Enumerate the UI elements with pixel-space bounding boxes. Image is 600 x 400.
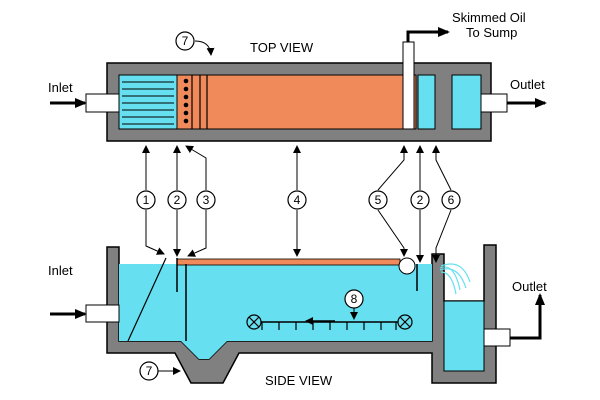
callout-2-left-label: 2 xyxy=(174,193,181,207)
callout-8-label: 8 xyxy=(351,292,358,306)
side-view-title: SIDE VIEW xyxy=(265,373,333,388)
callout-7-side: 7 xyxy=(139,361,159,381)
callout-6-label: 6 xyxy=(448,193,455,207)
side-outlet-water xyxy=(443,300,485,372)
callout-2-right-label: 2 xyxy=(417,193,424,207)
callout-2-right: 2 xyxy=(410,190,430,210)
to-sump-label: To Sump xyxy=(466,25,517,40)
side-outlet-label: Outlet xyxy=(512,279,547,294)
inlet-distribution-lines xyxy=(122,81,174,125)
callout-1: 1 xyxy=(136,190,156,210)
top-skimmer-pipe xyxy=(402,41,415,130)
top-outlet-label: Outlet xyxy=(510,77,545,92)
skimmed-oil-label: Skimmed Oil xyxy=(452,10,526,25)
side-outlet-pipe xyxy=(483,328,511,347)
top-inlet-chamber xyxy=(118,74,178,130)
callout-3-label: 3 xyxy=(203,193,210,207)
top-view-title: TOP VIEW xyxy=(250,40,314,55)
top-view xyxy=(50,27,547,142)
callout-8: 8 xyxy=(344,289,364,309)
callout-5-label: 5 xyxy=(375,193,382,207)
side-water xyxy=(119,264,432,359)
callout-5: 5 xyxy=(368,190,388,210)
callout-7-top: 7 xyxy=(175,31,195,51)
inlet-diffuser-dots xyxy=(183,78,189,124)
callout-7-top-label: 7 xyxy=(182,34,189,48)
scraper-sprocket-left-icon xyxy=(246,314,262,330)
skimmed-oil-arrow xyxy=(406,27,450,42)
top-outlet-pipe xyxy=(480,93,508,113)
top-outlet-chamber xyxy=(451,74,482,130)
scraper-sprocket-right-icon xyxy=(397,314,413,330)
inlet-inclined-baffle xyxy=(127,257,167,342)
side-inlet-pipe xyxy=(85,304,120,323)
top-clear-water xyxy=(417,74,436,130)
callout-3: 3 xyxy=(196,190,216,210)
top-baffle-lines xyxy=(191,75,208,129)
callout-7-side-label: 7 xyxy=(146,364,153,378)
side-inlet-label: Inlet xyxy=(48,263,73,278)
callout-1-label: 1 xyxy=(143,193,150,207)
side-view xyxy=(50,244,545,384)
callout-6: 6 xyxy=(441,190,461,210)
callout-4-label: 4 xyxy=(294,193,301,207)
top-inlet-label: Inlet xyxy=(48,80,73,95)
scraper-flights xyxy=(261,322,397,330)
callout-2-left: 2 xyxy=(167,190,187,210)
side-oil-layer xyxy=(176,258,401,266)
side-outlet-arrow xyxy=(510,293,545,340)
skimmer-float xyxy=(398,257,416,275)
callout-4: 4 xyxy=(287,190,307,210)
top-oil-layer xyxy=(176,74,417,130)
overflow-spray-icon xyxy=(439,263,471,295)
top-inlet-pipe xyxy=(85,93,120,113)
callout-leaders xyxy=(142,40,452,375)
